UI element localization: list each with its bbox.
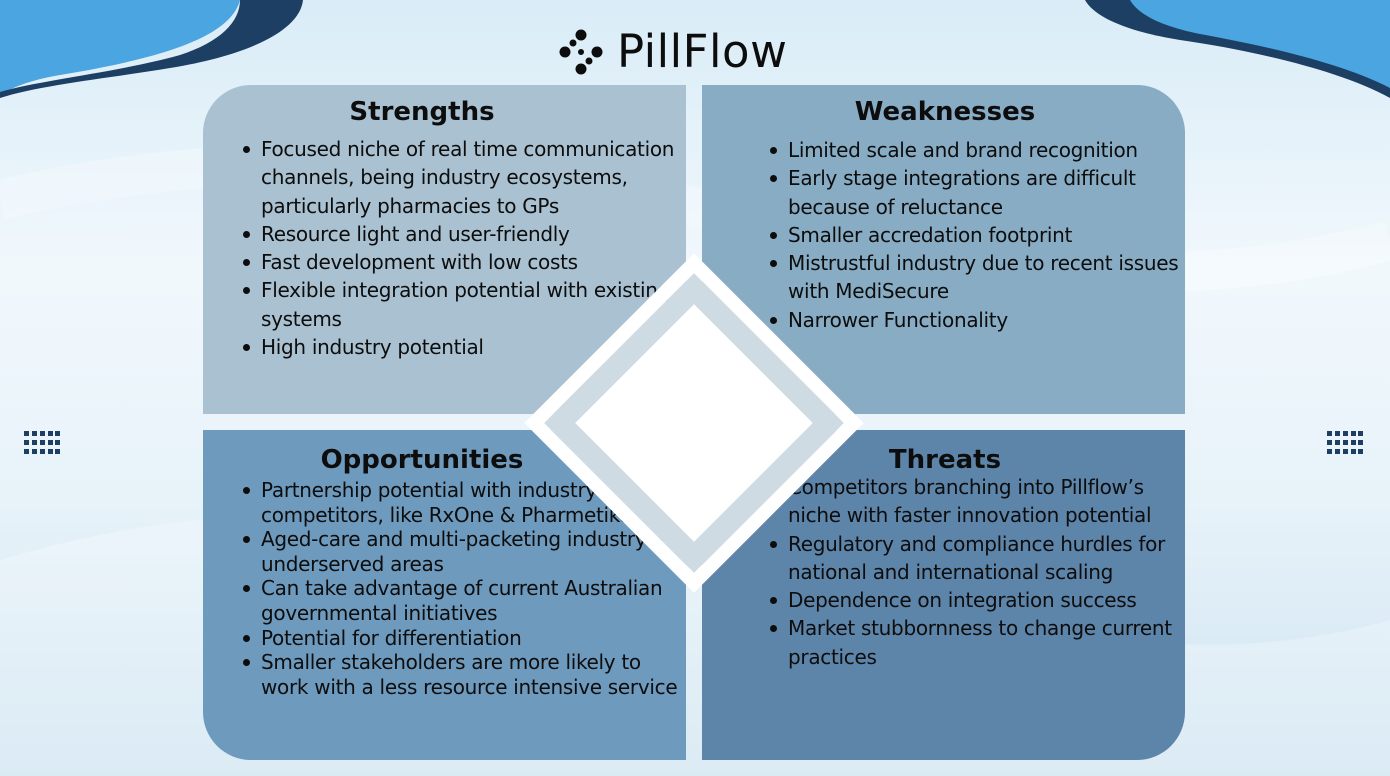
list-item: Limited scale and brand recognition	[768, 136, 1183, 164]
list-item: High industry potential	[241, 333, 681, 361]
weaknesses-title: Weaknesses	[854, 97, 1036, 127]
list-item: Smaller accredation footprint	[768, 221, 1183, 249]
molecule-dots-icon	[559, 29, 603, 75]
list-item: Aged-care and multi-packeting industry i…	[241, 527, 681, 576]
list-item: Focused niche of real time communication…	[241, 135, 681, 220]
list-item: Potential for differentiation	[241, 626, 681, 651]
list-item: Early stage integrations are difficult b…	[768, 164, 1183, 221]
brand-logo: PillFlow	[555, 22, 787, 82]
list-item: Dependence on integration success	[768, 586, 1183, 614]
list-item: Resource light and user-friendly	[241, 220, 681, 248]
list-item: Market stubbornness to change current pr…	[768, 614, 1183, 671]
weaknesses-list: Limited scale and brand recognition Earl…	[768, 136, 1183, 334]
list-item: Mistrustful industry due to recent issue…	[768, 249, 1183, 306]
threats-list: Competitors branching into Pillflow’s ni…	[768, 473, 1183, 671]
list-item: Flexible integration potential with exis…	[241, 276, 681, 333]
threats-title: Threats	[888, 445, 1002, 475]
threats-quadrant: Threats Competitors branching into Pillf…	[702, 430, 1185, 760]
list-item: Competitors branching into Pillflow’s ni…	[768, 473, 1183, 530]
strengths-title: Strengths	[349, 97, 495, 127]
opportunities-list: Partnership potential with industry comp…	[241, 478, 681, 699]
list-item: Partnership potential with industry comp…	[241, 478, 681, 527]
strengths-quadrant: Strengths Focused niche of real time com…	[203, 85, 686, 414]
strengths-list: Focused niche of real time communication…	[241, 135, 681, 361]
list-item: Regulatory and compliance hurdles for na…	[768, 530, 1183, 587]
list-item: Smaller stakeholders are more likely to …	[241, 650, 681, 699]
list-item: Fast development with low costs	[241, 248, 681, 276]
grid-dots-icon	[1327, 431, 1363, 454]
opportunities-title: Opportunities	[320, 445, 524, 475]
grid-dots-icon	[24, 431, 60, 454]
weaknesses-quadrant: Weaknesses Limited scale and brand recog…	[702, 85, 1185, 414]
list-item: Narrower Functionality	[768, 306, 1183, 334]
list-item: Can take advantage of current Australian…	[241, 576, 681, 625]
brand-name: PillFlow	[617, 25, 788, 78]
